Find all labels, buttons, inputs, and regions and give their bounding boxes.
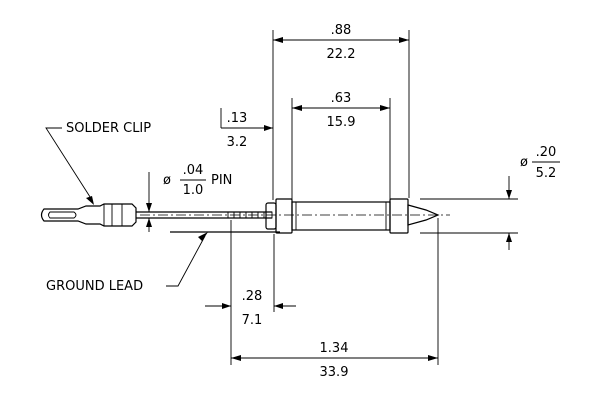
dim-end-cap-mm: 3.2: [227, 135, 248, 150]
solder-clip: [40, 203, 137, 227]
solder-clip-leader: [45, 127, 93, 201]
ground-lead-leader: [166, 235, 206, 287]
dim-overall-length-mm: 33.9: [320, 365, 349, 380]
ground-lead-label: GROUND LEAD: [46, 279, 143, 294]
dim-overall-body-mm: 22.2: [327, 47, 356, 62]
component-body: [265, 198, 440, 234]
dim-overall-length-inch: 1.34: [320, 341, 349, 356]
pin-diameter-symbol: ø: [163, 173, 171, 188]
dim-pin-diameter-mm: 1.0: [183, 183, 204, 198]
dim-center-body-inch: .63: [331, 91, 352, 106]
dim-pin-diameter-inch: .04: [183, 163, 204, 178]
dim-lead-offset-mm: 7.1: [242, 313, 263, 328]
dim-center-body-mm: 15.9: [327, 115, 356, 130]
dim-body-diameter-inch: .20: [536, 145, 557, 160]
dim-lead-offset-inch: .28: [242, 289, 263, 304]
dim-end-cap-inch: .13: [227, 111, 248, 126]
dim-body-diameter-mm: 5.2: [536, 166, 557, 181]
solder-clip-label: SOLDER CLIP: [66, 121, 151, 136]
body-diameter-symbol: ø: [520, 155, 528, 170]
pin-hatch: [227, 211, 273, 219]
dim-overall-body-inch: .88: [331, 23, 352, 38]
pin-label: PIN: [211, 173, 232, 188]
